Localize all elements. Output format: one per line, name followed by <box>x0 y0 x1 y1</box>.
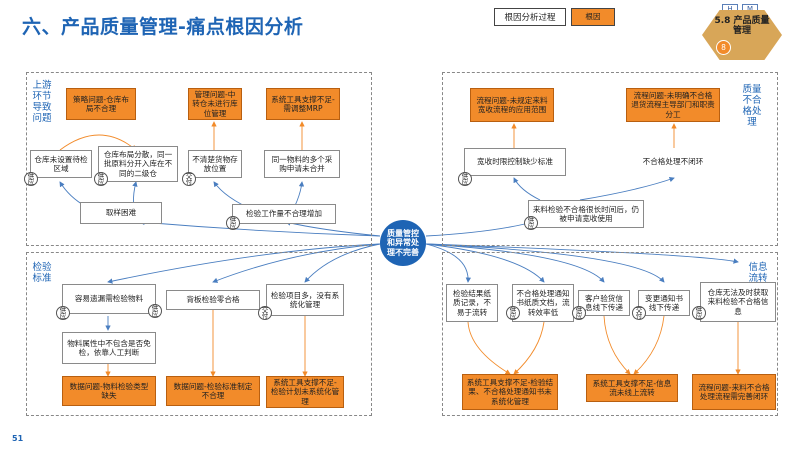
panel-upstream <box>26 72 372 246</box>
cause-many-inspection-items: 检验项目多，没有系统化管理 <box>266 284 344 316</box>
tag-supply: 供应 <box>94 172 108 186</box>
section-number-badge: 8 <box>716 40 731 55</box>
cause-sampling-difficult: 取样困难 <box>80 202 162 224</box>
cause-still-concession: 来料检验不合格很长时间后，仍被申请宽收使用 <box>528 200 644 228</box>
root-cause-nonconforming-process: 流程问题-来料不合格处理流程需完善闭环 <box>692 374 776 410</box>
cause-paper-notices: 不合格处理通知书纸质文档，流转效率低 <box>512 284 574 322</box>
root-cause-inspection-standard: 数据问题-检验标准制定不合理 <box>166 376 260 406</box>
tag-supply: 供应 <box>24 172 38 186</box>
tag-supply: 供应 <box>148 304 162 318</box>
cause-paper-records: 检验结果纸质记录，不易于流转 <box>446 284 498 322</box>
section-label-quality: 质量不合格处理 <box>742 84 762 128</box>
root-cause-mrp: 系统工具支撑不足-需调整MRP <box>266 88 340 120</box>
cause-no-exemption-attribute: 物料属性中不包含是否免检，依靠人工判断 <box>62 332 156 364</box>
root-cause-records-not-systemized: 系统工具支撑不足-检验结果、不合格处理通知书未系统化管理 <box>462 374 558 410</box>
cause-unknown-location: 不清楚货物存放位置 <box>188 150 242 178</box>
section-label-inspection: 检验标准 <box>32 262 52 284</box>
tag-supply: 供应 <box>226 216 240 230</box>
cause-no-inspection-area: 仓库未设置待检区域 <box>30 150 92 178</box>
cause-offline-change-notice: 变更通知书线下传递 <box>638 290 690 316</box>
cause-missed-materials: 容易遗漏需检验物料 <box>62 284 156 314</box>
tag-delivery: 交付 <box>258 306 272 320</box>
section-tag-title: 5.8 产品质量管理 <box>714 16 770 36</box>
panel-inspection <box>26 252 372 416</box>
tag-supply: 供应 <box>692 306 706 320</box>
page-title: 六、产品质量管理-痛点根因分析 <box>22 16 304 38</box>
cause-not-closed-loop: 不合格处理不闭环 <box>642 157 704 167</box>
root-cause-warehouse-layout: 策略问题-仓库布局不合理 <box>66 88 136 120</box>
section-label-info: 信息流转 <box>748 262 768 284</box>
root-cause-info-offline: 系统工具支撑不足-信息流未线上流转 <box>586 374 678 402</box>
legend-root-cause: 根因 <box>571 8 615 26</box>
tag-supply: 供应 <box>524 216 538 230</box>
tag-delivery: 交付 <box>632 306 646 320</box>
root-cause-inspection-plan: 系统工具支撑不足-检验计划未系统化管理 <box>266 376 344 408</box>
cause-scattered-layout: 仓库布局分散，同一批原料分开入库在不同的二级仓 <box>98 146 178 182</box>
cause-unmerged-requests: 同一物料的多个采购申请未合并 <box>264 150 340 178</box>
central-problem: 质量管控和异常处理不完善 <box>380 220 426 266</box>
cause-no-time-standard: 宽收时限控制缺少标准 <box>464 148 566 176</box>
root-cause-concession-scope: 流程问题-未规定来料宽收流程的应用范围 <box>470 88 554 122</box>
root-cause-return-responsibility: 流程问题-未明确不合格退货流程主导部门和职责分工 <box>626 88 720 122</box>
root-cause-transfer-warehouse: 管理问题-中转仓未进行库位管理 <box>188 88 242 120</box>
tag-supply: 供应 <box>572 306 586 320</box>
legend-process: 根因分析过程 <box>494 8 566 26</box>
tag-supply: 供应 <box>506 306 520 320</box>
cause-workload-increase: 检验工作量不合理增加 <box>232 204 336 224</box>
cause-backplate-zero-pass: 背板检验零合格 <box>166 290 260 310</box>
panel-info <box>442 252 778 416</box>
cause-warehouse-info-delay: 仓库无法及时获取来料检验不合格信息 <box>700 282 776 322</box>
page-number: 51 <box>12 434 24 443</box>
tag-supply: 供应 <box>56 306 70 320</box>
section-hexagon: 5.8 产品质量管理 <box>702 10 782 60</box>
tag-delivery: 交付 <box>182 172 196 186</box>
panel-quality <box>442 72 778 246</box>
tag-supply: 供应 <box>458 172 472 186</box>
root-cause-inspection-type-missing: 数据问题-物料检验类型缺失 <box>62 376 156 406</box>
cause-offline-customer-info: 客户验货信息线下传递 <box>578 290 630 316</box>
section-label-upstream: 上游环节导致问题 <box>32 80 52 124</box>
